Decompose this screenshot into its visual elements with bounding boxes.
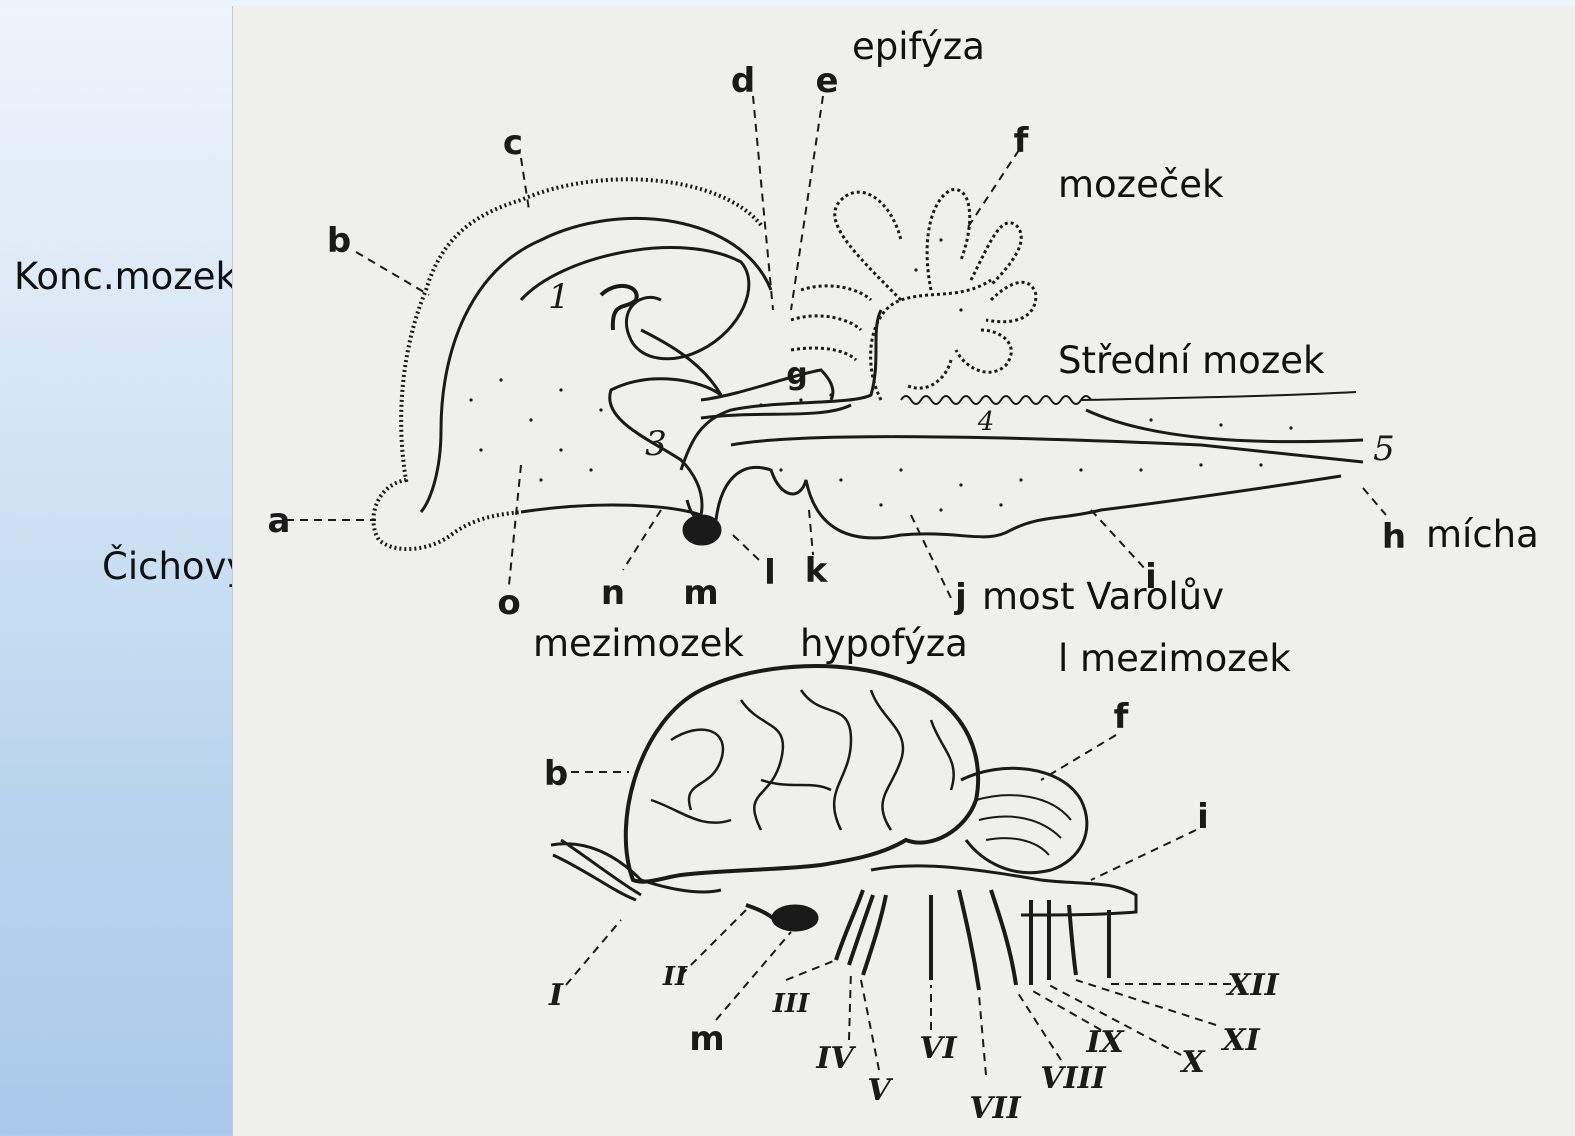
letter-g: g — [786, 357, 807, 392]
letter-j: j — [953, 577, 967, 617]
nerve-IV: IV — [815, 1041, 856, 1076]
letter-n: n — [601, 573, 625, 613]
letter-k: k — [805, 551, 829, 591]
nerve-VII: VII — [969, 1091, 1021, 1126]
letter-o: o — [497, 583, 520, 623]
nerve-V: V — [867, 1073, 893, 1108]
nerve-IX: IX — [1085, 1025, 1125, 1060]
lateral-letter-i: i — [1197, 797, 1209, 837]
nerve-I: I — [548, 978, 564, 1013]
hypophysis — [684, 516, 720, 544]
gyri — [651, 690, 954, 830]
label-mozecek: mozeček — [1058, 166, 1223, 203]
number-1: 1 — [548, 277, 570, 317]
nerve-III: III — [772, 989, 810, 1019]
letter-e: e — [815, 61, 838, 101]
number-5: 5 — [1373, 429, 1395, 469]
thalamus-outline — [521, 330, 721, 515]
midbrain-tectum — [701, 370, 833, 400]
cerebellum-folia — [976, 795, 1071, 855]
nerve-VIII: VIII — [1040, 1061, 1106, 1096]
label-most-varoluv: most Varolův — [982, 578, 1224, 615]
lateral-letter-b: b — [544, 754, 568, 794]
aqueduct — [901, 392, 1356, 404]
number-3: 3 — [645, 424, 667, 464]
brain-diagram: a b c d e f g h i j k l m n o 1 3 4 5 — [233, 6, 1575, 1136]
nerve-VI: VI — [919, 1031, 957, 1066]
cerebellum — [791, 190, 1036, 400]
label-konc-mozek: Konc.mozek — [14, 258, 237, 295]
letter-h: h — [1382, 517, 1406, 557]
letter-f: f — [1014, 121, 1030, 161]
letter-l: l — [764, 553, 776, 593]
medulla-lateral — [871, 866, 1136, 915]
letter-d: d — [731, 61, 755, 101]
lateral-letter-f: f — [1114, 697, 1130, 737]
letter-m: m — [683, 573, 718, 613]
nerve-II: II — [662, 962, 688, 992]
label-l-mezimozek: l mezimozek — [1058, 640, 1291, 677]
fourth-ventricle — [1086, 410, 1363, 442]
label-hypofyza: hypofýza — [800, 625, 968, 662]
nerve-X: X — [1179, 1045, 1206, 1080]
label-epifyza: epifýza — [852, 28, 985, 65]
brain-figure: a b c d e f g h i j k l m n o 1 3 4 5 — [232, 6, 1575, 1136]
nerve-XI: XI — [1220, 1023, 1260, 1058]
olfactory-bulb — [551, 840, 721, 900]
letter-b: b — [327, 221, 351, 261]
label-stredni-mozek: Střední mozek — [1058, 342, 1324, 379]
brainstem-top — [701, 405, 1363, 462]
label-mezimozek: mezimozek — [533, 625, 744, 662]
letter-c: c — [503, 123, 523, 163]
number-4: 4 — [977, 407, 995, 437]
label-micha: mícha — [1426, 516, 1539, 553]
nerve-XII: XII — [1225, 968, 1279, 1003]
lateral-letter-m: m — [689, 1019, 724, 1059]
lateral-view — [551, 666, 1231, 1075]
cerebrum-inner — [421, 218, 771, 512]
lateral-leader-lines — [566, 735, 1231, 1075]
cerebrum-lateral — [626, 666, 978, 882]
letter-a: a — [268, 501, 291, 541]
cranial-nerve-labels: I II III IV V VI VII VIII IX X XI XII — [548, 962, 1280, 1126]
